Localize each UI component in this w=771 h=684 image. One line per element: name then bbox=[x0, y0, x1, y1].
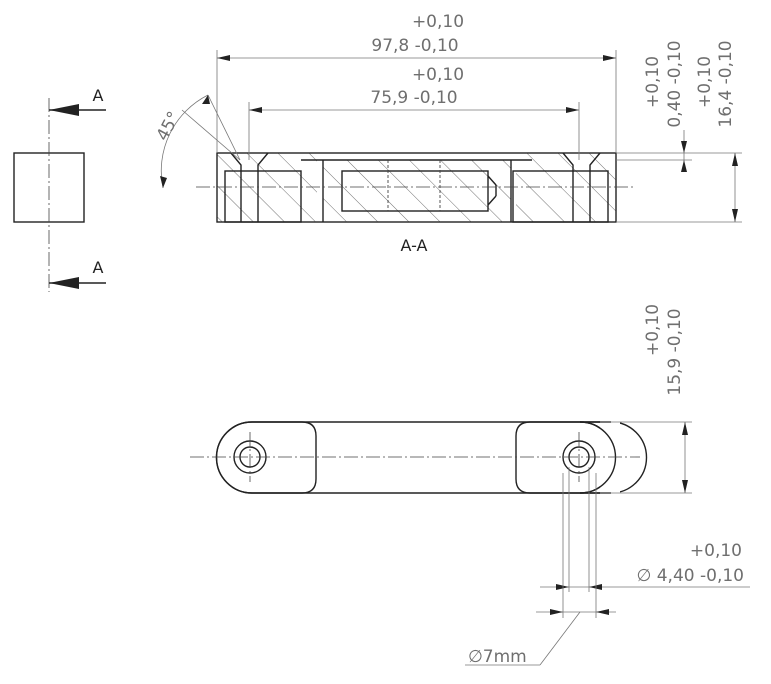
cut-label-top: A bbox=[93, 86, 104, 105]
dim-counterbore: ∅7mm bbox=[465, 473, 616, 667]
section-view: A-A bbox=[196, 152, 636, 255]
width-value: 15,9 -0,10 bbox=[665, 308, 685, 395]
width-tol: +0,10 bbox=[643, 304, 663, 356]
counterbore-text: ∅7mm bbox=[468, 647, 527, 667]
lip-thickness-value: 0,40 -0,10 bbox=[665, 40, 685, 127]
height-value: 16,4 -0,10 bbox=[716, 40, 736, 127]
hole-diameter-tol: +0,10 bbox=[690, 541, 742, 561]
hole-diameter-value: ∅ 4,40 -0,10 bbox=[637, 566, 744, 586]
hatch-middle bbox=[323, 160, 511, 222]
lip-thickness-tol: +0,10 bbox=[643, 56, 663, 108]
countersink-left bbox=[230, 152, 242, 222]
boss-left bbox=[215, 421, 317, 494]
dim-hole-diameter: +0,10 ∅ 4,40 -0,10 bbox=[540, 467, 750, 592]
slot-center bbox=[341, 170, 489, 212]
section-title: A-A bbox=[401, 236, 428, 255]
dim-lip-thickness: +0,10 0,40 -0,10 bbox=[616, 40, 692, 172]
dim-overall-length: +0,10 97,8 -0,10 bbox=[216, 12, 617, 153]
dim-hole-spacing: +0,10 75,9 -0,10 bbox=[248, 65, 580, 160]
chamfer-angle-text: 45° bbox=[153, 108, 185, 144]
cut-arrow-bottom bbox=[49, 277, 79, 289]
pocket-left bbox=[224, 170, 302, 223]
cut-label-bottom: A bbox=[93, 258, 104, 277]
hatch-right bbox=[516, 153, 616, 222]
height-tol: +0,10 bbox=[695, 56, 715, 108]
countersink-right bbox=[562, 152, 574, 222]
top-view-outline bbox=[215, 421, 612, 494]
cut-arrow-top bbox=[49, 104, 79, 116]
hole-spacing-tol: +0,10 bbox=[412, 65, 464, 85]
side-view: A A bbox=[13, 86, 106, 292]
pocket-right bbox=[512, 170, 609, 223]
overall-length-tol: +0,10 bbox=[412, 12, 464, 32]
hole-spacing-value: 75,9 -0,10 bbox=[370, 88, 457, 108]
hatch-left bbox=[217, 153, 317, 222]
top-view bbox=[190, 421, 648, 494]
dim-width: +0,10 15,9 -0,10 bbox=[600, 304, 692, 494]
dim-height: +0,10 16,4 -0,10 bbox=[616, 40, 742, 223]
overall-length-value: 97,8 -0,10 bbox=[371, 36, 458, 56]
